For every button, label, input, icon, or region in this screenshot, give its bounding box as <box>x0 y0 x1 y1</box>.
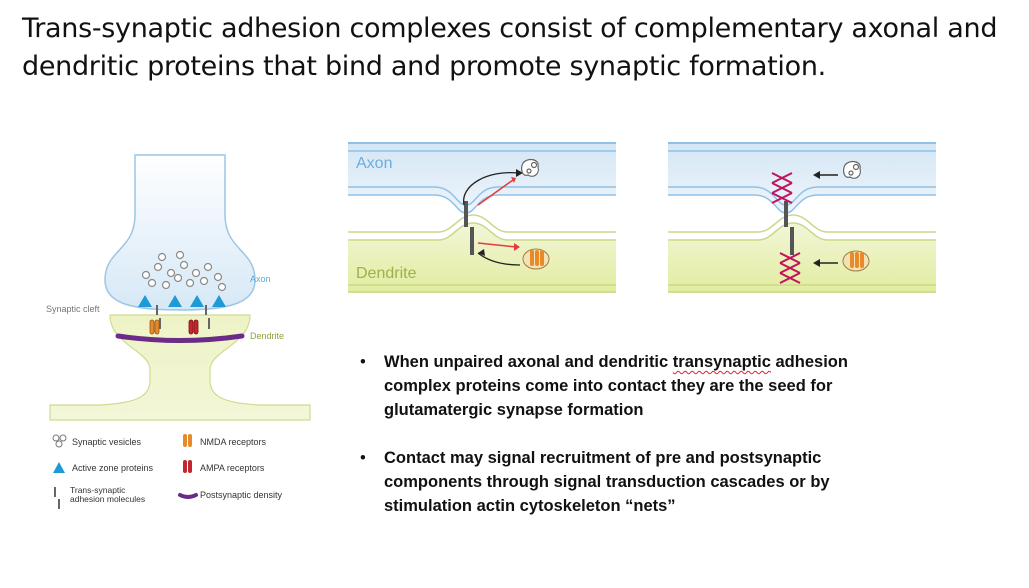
axon-label: Axon <box>250 274 271 284</box>
legend-adhesion-label: Trans-synaptic adhesion molecules <box>70 485 145 504</box>
panel1-axon-label: Axon <box>356 155 392 172</box>
nmda-receptor <box>149 319 160 335</box>
axon-terminal <box>104 154 256 311</box>
postsynaptic-density <box>115 333 245 343</box>
bullet-1-text-a: When unpaired axonal and dendritic <box>384 353 673 371</box>
active-zone-proteins <box>138 295 226 307</box>
panel-actin-nets <box>668 135 936 295</box>
bullet-1-text-b: adhesion complex proteins come into cont… <box>384 353 848 419</box>
bullet-item-2: Contact may signal recruitment of pre an… <box>356 446 876 518</box>
panel2-axonal-adhesion-protein <box>784 201 788 227</box>
panel1-dendrite-label: Dendrite <box>356 265 417 282</box>
synaptic-vesicles <box>141 250 227 292</box>
panel1-dendritic-adhesion-protein <box>470 227 474 255</box>
blue-triangle-icon <box>53 462 65 473</box>
panel2-presynaptic-actin-net <box>771 172 793 204</box>
legend-ampa-label: AMPA receptors <box>200 463 265 473</box>
legend-vesicles-label: Synaptic vesicles <box>72 437 142 447</box>
ampa-receptor <box>188 319 199 335</box>
bullet-2-text: Contact may signal recruitment of pre an… <box>384 449 830 515</box>
panel-contact: Axon Dendrite <box>348 135 616 295</box>
red-receptor-icon <box>183 460 192 473</box>
orange-receptor-icon <box>183 434 192 447</box>
purple-line-icon <box>178 493 198 499</box>
panel2-receptor-icon <box>842 250 870 272</box>
bullet-list: When unpaired axonal and dendritic trans… <box>356 350 876 542</box>
panel1-axonal-adhesion-protein <box>464 201 468 227</box>
synapse-diagram: Axon Dendrite Synaptic cleft Synaptic ve… <box>46 154 311 509</box>
legend: Synaptic vesicles Active zone proteins T… <box>52 434 283 509</box>
panel2-postsynaptic-actin-net <box>779 252 801 284</box>
panel1-signal-icon <box>521 158 539 177</box>
adhesion-bar-icon <box>54 487 60 509</box>
dendrite-label: Dendrite <box>250 331 284 341</box>
bullet-1-flagged-word: transynaptic <box>672 353 771 371</box>
legend-adhesion-line2: adhesion molecules <box>70 494 145 504</box>
legend-nmda-label: NMDA receptors <box>200 437 267 447</box>
synaptic-cleft-label: Synaptic cleft <box>46 304 100 314</box>
legend-psd-label: Postsynaptic density <box>200 490 283 500</box>
panel2-signal-icon <box>843 160 861 179</box>
panel1-receptor-icon <box>522 248 550 270</box>
bullet-item-1: When unpaired axonal and dendritic trans… <box>356 350 876 422</box>
panel2-dendritic-adhesion-protein <box>790 227 794 255</box>
slide-title: Trans-synaptic adhesion complexes consis… <box>22 13 998 82</box>
legend-adhesion-line1: Trans-synaptic <box>70 485 126 495</box>
legend-active-zone-label: Active zone proteins <box>72 463 154 473</box>
dendrite-spine <box>49 314 311 421</box>
adhesion-molecules <box>156 305 210 329</box>
vesicle-cluster-icon <box>52 434 67 448</box>
